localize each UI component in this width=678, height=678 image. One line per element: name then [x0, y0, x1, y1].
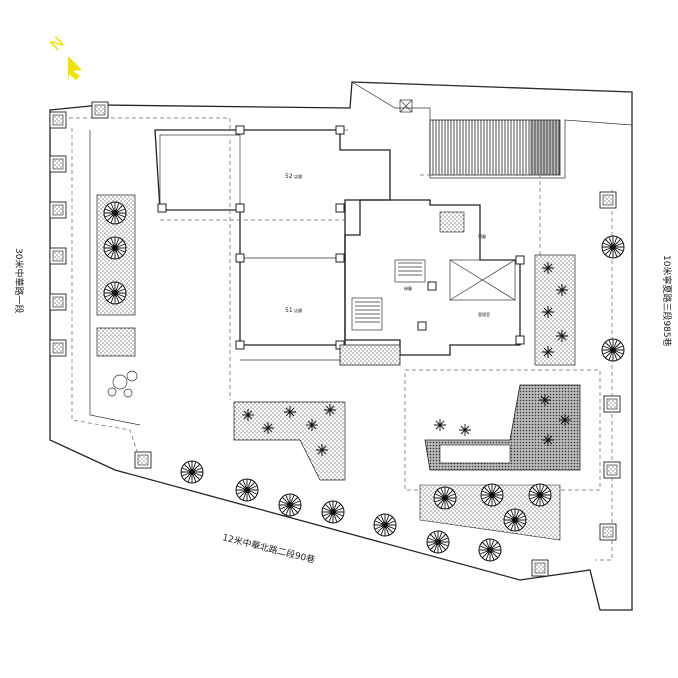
setback-line-east	[595, 190, 613, 561]
unit-52-note: 店鋪	[294, 173, 302, 179]
office-label: 管理室	[478, 311, 490, 317]
north-label: N	[46, 33, 68, 55]
ramp-stripes	[429, 119, 561, 176]
north-arrow-shape	[68, 56, 82, 83]
shaft-label: 梯廳	[404, 285, 412, 291]
site-boundary	[49, 81, 633, 611]
canopy-outline	[420, 174, 541, 255]
unit-52-label: 52	[285, 173, 293, 180]
planter-south	[233, 401, 346, 481]
building-shops: 52 店鋪 51 店鋪	[154, 125, 391, 400]
unit-51-note: 店鋪	[294, 307, 302, 313]
setback-line-north	[62, 117, 350, 131]
north-parking	[350, 81, 633, 179]
entrance-paving	[339, 344, 401, 366]
walkway-west	[89, 130, 141, 426]
plaza-outline	[404, 369, 601, 491]
lobby-label: 門廳	[478, 233, 486, 239]
north-arrow-icon: N	[46, 33, 82, 83]
road-label-east: 10米寧夏路三段985巷	[661, 255, 673, 347]
road-label-west: 30米中華路一段	[13, 248, 25, 313]
road-label-south: 12米中華北路二段90巷	[221, 531, 316, 566]
setback-line-west	[71, 128, 141, 461]
unit-51-label: 51	[285, 307, 293, 314]
building-core: 門廳 管理室 梯廳	[339, 199, 525, 366]
planter-east	[534, 254, 576, 366]
plaza-stones	[96, 327, 138, 398]
